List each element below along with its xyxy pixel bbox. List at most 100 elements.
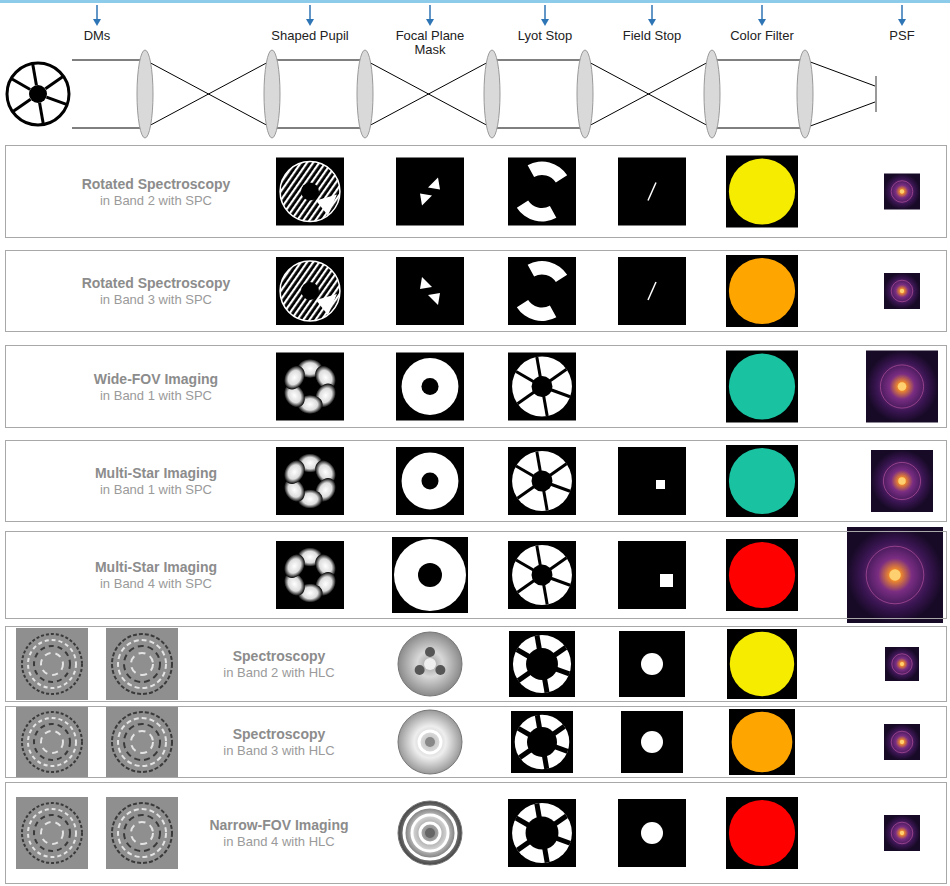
header-arrow xyxy=(429,5,431,20)
mode-detail: in Band 1 with SPC xyxy=(26,482,286,498)
psf-frame xyxy=(884,273,920,309)
arrow-head xyxy=(898,19,906,26)
dm-ring xyxy=(118,809,166,857)
black-square xyxy=(618,158,686,226)
black-square xyxy=(508,353,576,421)
black-square xyxy=(726,797,798,869)
black-square xyxy=(276,353,344,421)
mode-text: Rotated Spectroscopyin Band 2 with SPC xyxy=(26,175,286,208)
lyot-spider xyxy=(542,387,547,416)
hlc-mask xyxy=(398,632,462,696)
lyot-spider xyxy=(516,560,542,575)
dm-ring xyxy=(34,724,70,760)
filter-disk xyxy=(729,448,795,514)
pupil-disk xyxy=(7,63,69,125)
lyot-opening xyxy=(512,451,572,511)
shaped-pupil xyxy=(276,541,344,609)
color-filter xyxy=(726,445,798,517)
mask-annulus xyxy=(394,539,466,611)
column-label: Color Filter xyxy=(718,29,806,43)
dm-ring xyxy=(22,712,82,772)
pupil-lobe xyxy=(280,456,309,487)
pupil-spider xyxy=(13,99,31,112)
lyot-spider xyxy=(537,546,542,575)
mode-text: Multi-Star Imagingin Band 1 with SPC xyxy=(26,465,286,498)
hlc-lobe xyxy=(425,647,435,657)
lyot-stop xyxy=(508,353,576,421)
focal-plane-mask xyxy=(398,710,462,774)
beam-line xyxy=(145,60,272,128)
lens xyxy=(137,50,153,138)
shaped-pupil xyxy=(276,447,344,515)
psf-ring xyxy=(892,654,912,674)
lyot-spider xyxy=(542,481,547,510)
lyot-spider xyxy=(516,372,542,387)
black-square xyxy=(729,709,795,775)
field-stop xyxy=(618,541,686,609)
field-circle xyxy=(641,731,663,753)
mode-row: Spectroscopyin Band 2 with HLC xyxy=(5,626,947,702)
lyot-spider xyxy=(542,369,567,386)
color-filter xyxy=(726,539,798,611)
lyot-opening xyxy=(512,545,572,605)
color-filter xyxy=(726,797,798,869)
black-square xyxy=(618,257,686,325)
lyot-spider xyxy=(517,833,542,850)
psf-ring xyxy=(880,365,923,408)
psf-frame xyxy=(884,174,920,210)
lyot-opening xyxy=(515,715,570,770)
black-square xyxy=(621,711,683,773)
pupil-stripes xyxy=(280,261,340,321)
field-slit xyxy=(648,282,656,300)
black-square xyxy=(727,629,797,699)
dm-ring xyxy=(131,822,153,844)
black-square xyxy=(511,711,573,773)
hlc-core xyxy=(425,737,435,747)
beam-line xyxy=(492,128,585,129)
psf-image xyxy=(871,450,933,512)
dm-surface xyxy=(106,628,178,700)
dm-surface xyxy=(106,706,178,778)
psf-image xyxy=(866,351,938,423)
field-stop xyxy=(621,711,683,773)
deformable-mirror xyxy=(16,628,88,700)
detector xyxy=(875,76,877,112)
lyot-spider xyxy=(542,575,547,604)
lyot-spider xyxy=(516,818,542,833)
lyot-spider xyxy=(518,664,542,681)
field-stop xyxy=(618,257,686,325)
lyot-spider xyxy=(517,387,542,404)
lens xyxy=(484,50,500,138)
filter-disk xyxy=(732,712,793,773)
color-filter xyxy=(726,255,798,327)
lyot-stop xyxy=(508,257,576,325)
lyot-opening xyxy=(512,357,572,417)
beam-line xyxy=(585,60,712,128)
field-stop xyxy=(618,158,686,226)
lyot-spider xyxy=(542,647,566,664)
beam-line xyxy=(272,60,365,61)
mode-name: Rotated Spectroscopy xyxy=(26,275,286,292)
mask-spot xyxy=(421,472,438,489)
lyot-segment xyxy=(528,162,568,183)
mode-row: Multi-Star Imagingin Band 4 with SPC xyxy=(5,531,947,619)
dm-surface xyxy=(16,628,88,700)
dm-ring xyxy=(28,718,76,766)
dm-ring xyxy=(41,822,63,844)
dm-ring xyxy=(34,646,70,682)
focal-plane-mask xyxy=(398,632,462,696)
mode-name: Multi-Star Imaging xyxy=(26,465,286,482)
lyot-spider xyxy=(520,742,542,758)
dm-ring xyxy=(131,653,153,675)
mask-spot xyxy=(418,563,442,587)
black-square xyxy=(508,257,576,325)
dm-ring xyxy=(112,712,172,772)
filter-disk xyxy=(729,258,795,324)
lyot-stop xyxy=(511,711,573,773)
pupil-bg xyxy=(5,61,71,127)
mode-text: Spectroscopyin Band 2 with HLC xyxy=(194,648,364,681)
pupil-obscuration xyxy=(301,183,319,201)
black-square xyxy=(276,447,344,515)
column-label: Lyot Stop xyxy=(501,29,589,43)
psf-frame xyxy=(866,351,938,423)
